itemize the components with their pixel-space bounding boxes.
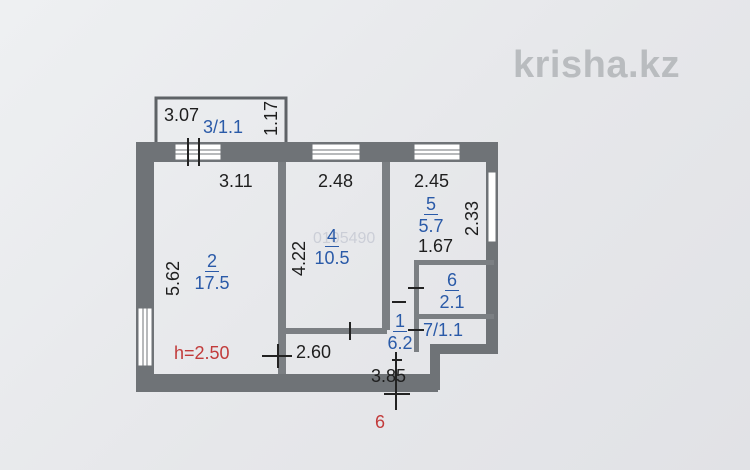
room4-width-dim: 2.48 <box>318 171 354 191</box>
watermark-logo: krisha.kz <box>513 44 681 86</box>
room5-length-dim: 2.33 <box>462 200 482 236</box>
room-area: 5.7 <box>418 216 444 236</box>
room2-length-dim: 5.62 <box>163 260 183 296</box>
hall-partition-dim: 1.67 <box>418 236 454 256</box>
room4-length-dim: 4.22 <box>289 240 309 276</box>
balcony-outline <box>154 96 288 143</box>
balcony-depth-dim: 1.17 <box>261 100 281 136</box>
room-number: 1 <box>392 311 407 332</box>
bottom-width-dim: 3.85 <box>371 366 407 386</box>
room-number: 5 <box>423 194 438 215</box>
room-area: 17.5 <box>194 273 230 293</box>
room-4-label: 4 10.5 <box>312 227 352 267</box>
door-ticks <box>187 138 424 410</box>
room2-width-dim: 3.11 <box>219 171 253 191</box>
entrance-number: 6 <box>375 412 386 432</box>
room-6-label: 6 2.1 <box>432 271 472 311</box>
room-number: 4 <box>324 226 339 247</box>
room5-width-dim: 2.45 <box>414 171 450 191</box>
faint-overlay-text: 0105490 <box>313 230 376 247</box>
room-area: 2.1 <box>439 292 465 312</box>
interior-walls <box>278 162 494 374</box>
hall-width-dim: 2.60 <box>296 342 332 362</box>
room-2-label: 2 17.5 <box>192 252 232 292</box>
toilet-label: 7/1.1 <box>423 320 464 340</box>
room-number: 6 <box>444 270 459 291</box>
room-1-label: 1 6.2 <box>380 312 420 352</box>
ceiling-height: h=2.50 <box>174 343 230 363</box>
room-number: 2 <box>204 251 219 272</box>
room-area: 6.2 <box>387 333 413 353</box>
balcony-width-dim: 3.07 <box>164 105 200 125</box>
room-5-label: 5 5.7 <box>414 195 448 235</box>
balcony-label: 3/1.1 <box>203 117 244 137</box>
room-area: 10.5 <box>314 248 350 268</box>
